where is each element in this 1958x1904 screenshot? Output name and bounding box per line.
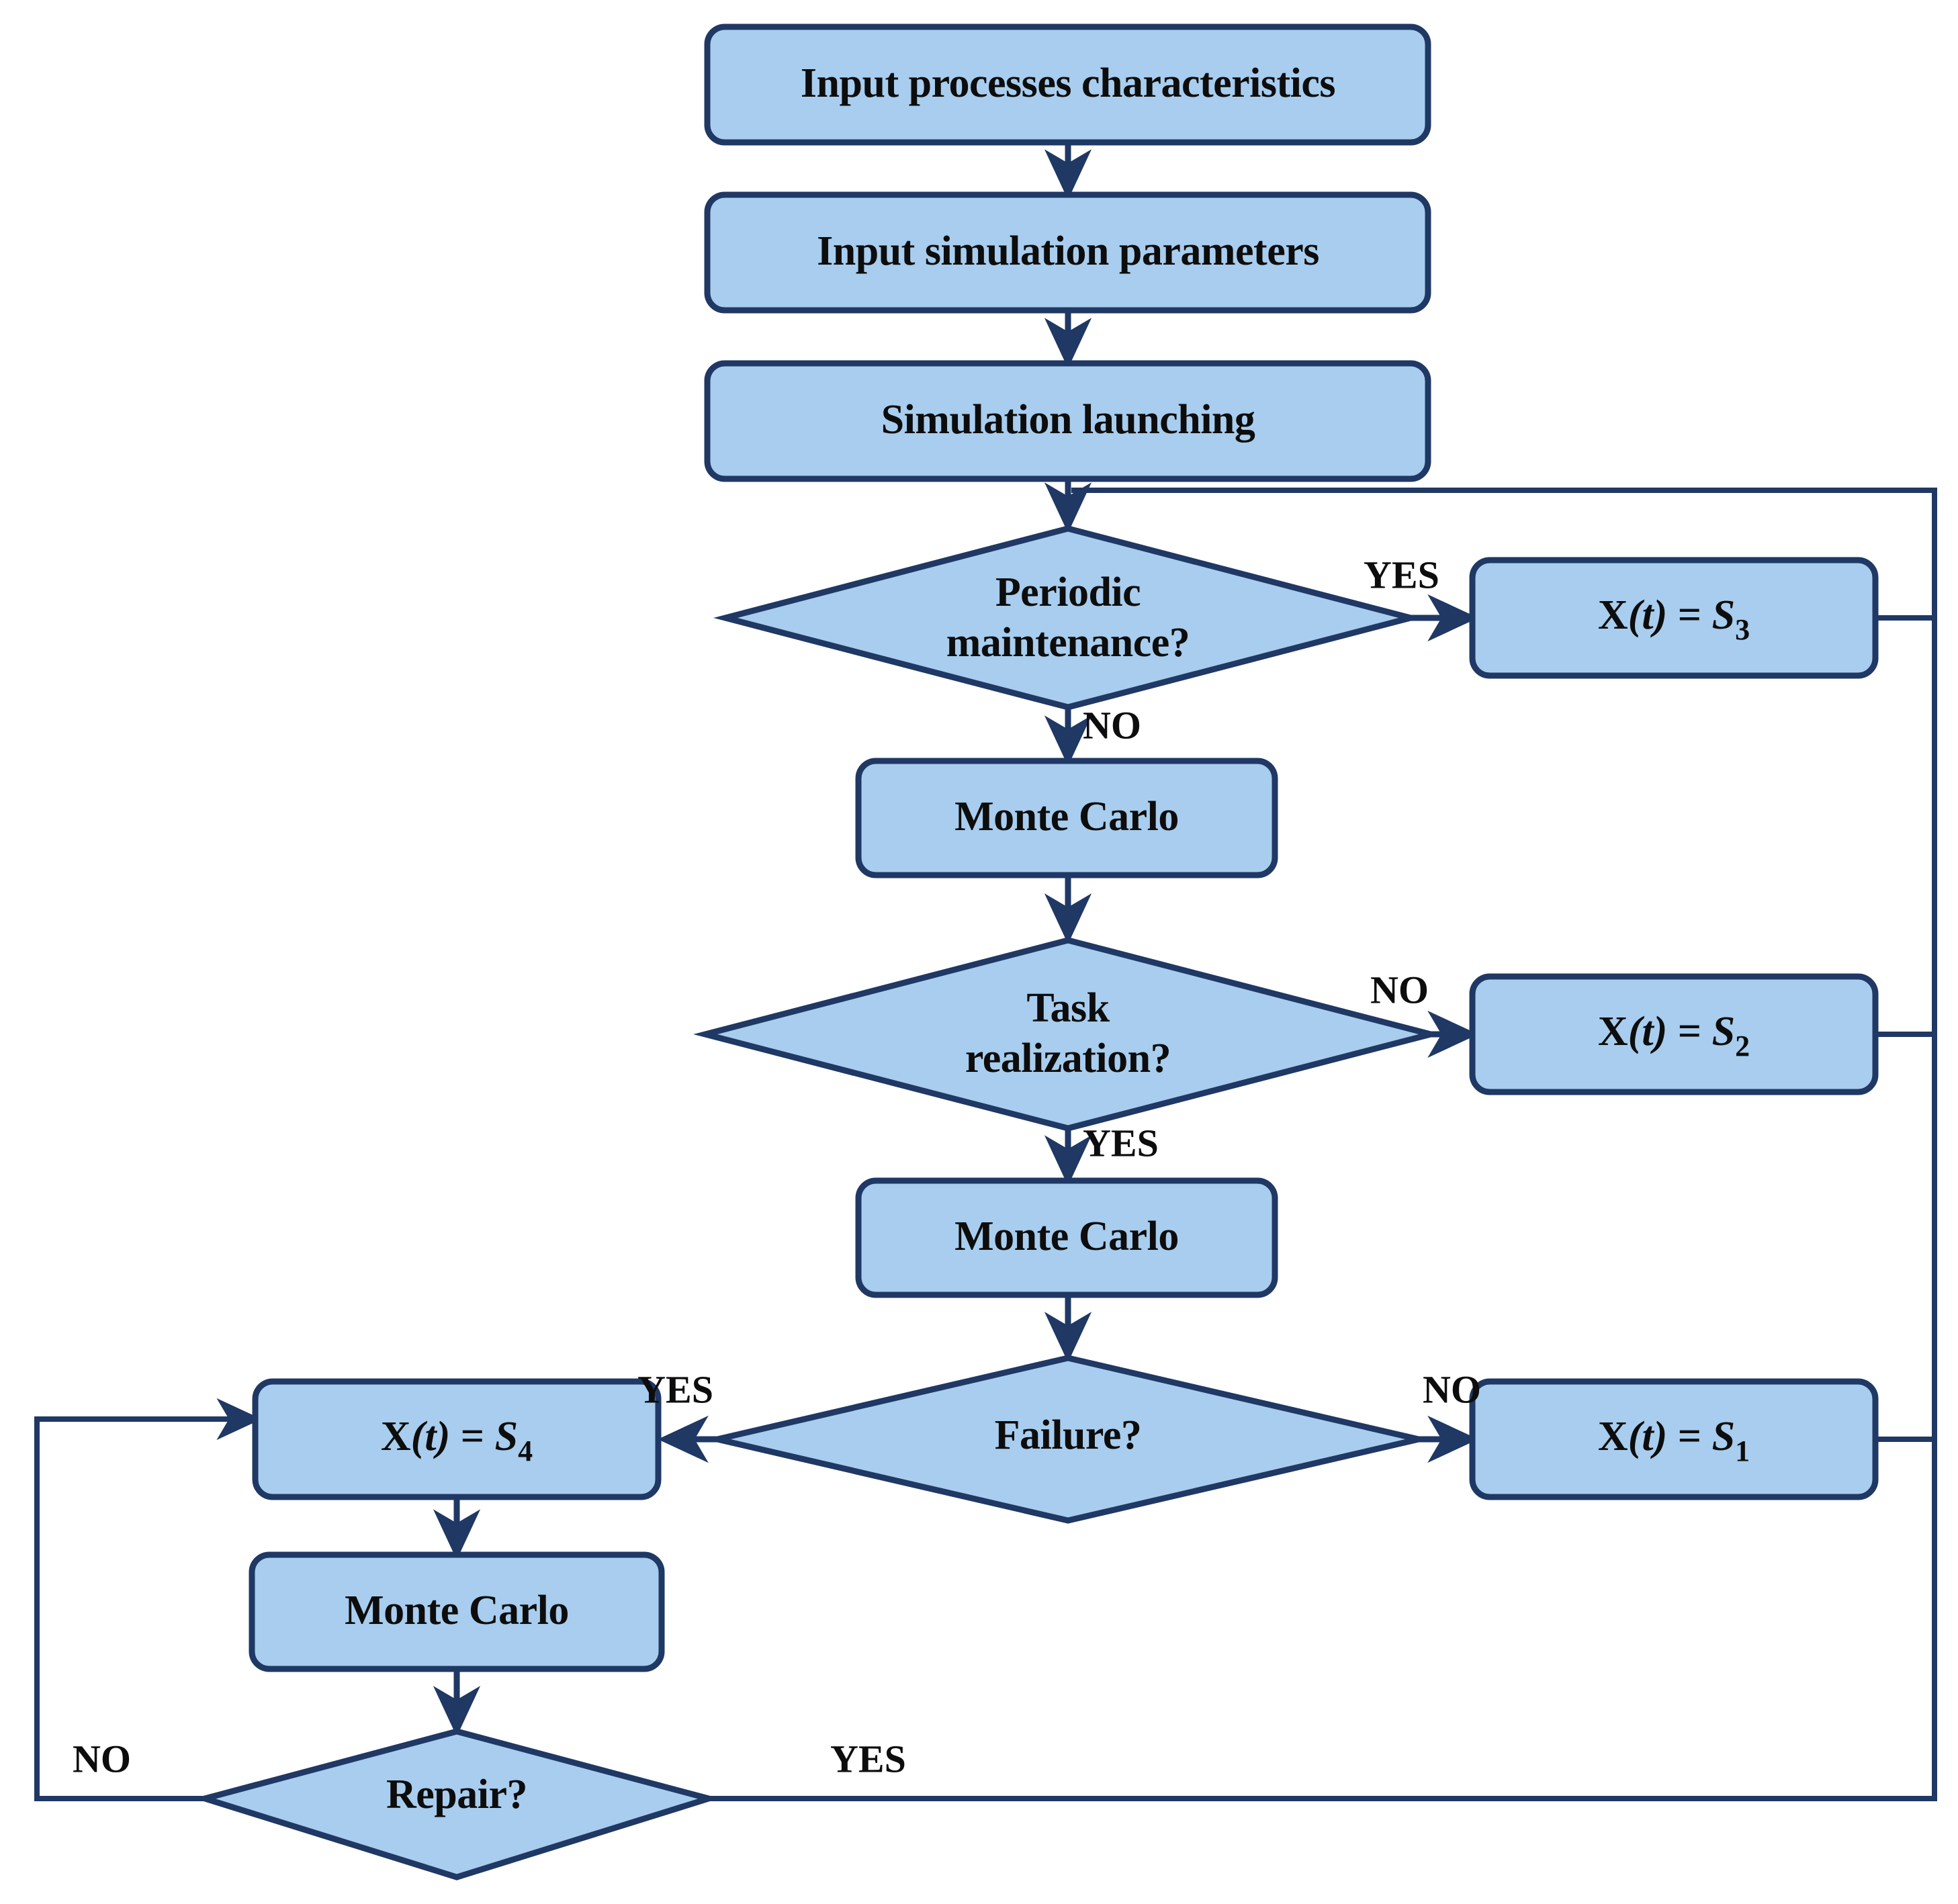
state-s1-x: X: [1598, 1414, 1628, 1459]
state-s4-x: X: [381, 1414, 411, 1459]
node-state-s2-shape: [1469, 973, 1879, 1095]
state-s1-eq: =: [1667, 1414, 1711, 1459]
node-monte-carlo-3[interactable]: Monte Carlo: [249, 1551, 665, 1672]
node-simulation-launching[interactable]: Simulation launching: [704, 360, 1431, 482]
state-s2-x: X: [1598, 1009, 1628, 1054]
node-task-realization-shape: [693, 937, 1443, 1132]
node-state-s4-shape: [252, 1378, 662, 1500]
node-periodic-maintenance-label-line2: maintenance?: [946, 620, 1190, 666]
state-s1-subscript: 1: [1735, 1435, 1750, 1467]
node-monte-carlo-2[interactable]: Monte Carlo: [855, 1177, 1278, 1298]
node-task-realization[interactable]: Task realization?: [693, 937, 1443, 1132]
node-simulation-launching-shape: [704, 360, 1431, 482]
node-input-parameters-shape: [704, 191, 1431, 314]
node-state-s3-shape: [1469, 557, 1879, 679]
state-s4-t: (t): [411, 1414, 451, 1459]
state-s3-x: X: [1598, 592, 1628, 638]
node-input-processes-shape: [704, 24, 1431, 146]
node-failure[interactable]: Failure?: [716, 1355, 1420, 1524]
state-s2-t: (t): [1628, 1009, 1668, 1054]
node-repair-shape: [193, 1728, 720, 1880]
node-state-s4-label: X(t) = S4: [381, 1414, 533, 1467]
node-state-s1[interactable]: X(t) = S1: [1469, 1378, 1879, 1500]
edge-label-maintenance-no: NO: [1083, 703, 1141, 747]
edge-label-repair-no: NO: [73, 1737, 131, 1780]
node-periodic-maintenance-label-line1: Periodic: [995, 570, 1141, 615]
node-task-realization-label-line1: Task: [1026, 985, 1110, 1031]
state-s1-s: S: [1712, 1414, 1735, 1459]
edge-label-maintenance-yes: YES: [1364, 553, 1439, 596]
edge-label-task-no: NO: [1370, 968, 1429, 1011]
node-simulation-launching-label: Simulation launching: [881, 397, 1255, 443]
state-s3-subscript: 3: [1735, 613, 1750, 646]
edge-repair-yes-feedback-rail: [709, 488, 1937, 1801]
node-state-s4[interactable]: X(t) = S4: [252, 1378, 662, 1500]
node-monte-carlo-3-label: Monte Carlo: [345, 1588, 569, 1633]
node-state-s1-shape: [1469, 1378, 1879, 1500]
node-monte-carlo-3-shape: [249, 1551, 665, 1672]
state-s4-s: S: [495, 1414, 518, 1459]
state-s4-eq: =: [450, 1414, 494, 1459]
node-state-s2-label: X(t) = S2: [1598, 1009, 1750, 1062]
edge-label-failure-yes: YES: [637, 1367, 713, 1411]
node-input-parameters[interactable]: Input simulation parameters: [704, 191, 1431, 314]
state-s3-eq: =: [1667, 592, 1711, 638]
node-monte-carlo-2-shape: [855, 1177, 1278, 1298]
node-failure-shape: [716, 1355, 1420, 1524]
node-periodic-maintenance[interactable]: Periodic maintenance?: [713, 525, 1423, 711]
node-monte-carlo-1[interactable]: Monte Carlo: [855, 758, 1278, 878]
state-s4-subscript: 4: [518, 1435, 533, 1467]
state-s2-subscript: 2: [1735, 1030, 1750, 1062]
node-input-processes-label: Input processes characteristics: [801, 60, 1335, 106]
edge-repair-no-feedback-to-s4: [34, 1398, 262, 1801]
node-task-realization-label-line2: realization?: [965, 1036, 1171, 1081]
state-s2-s: S: [1712, 1009, 1735, 1054]
node-failure-label: Failure?: [995, 1412, 1142, 1458]
node-monte-carlo-1-label: Monte Carlo: [954, 794, 1179, 840]
node-input-parameters-label: Input simulation parameters: [817, 228, 1319, 274]
edge-label-task-yes: YES: [1083, 1121, 1159, 1165]
node-repair-label: Repair?: [386, 1772, 527, 1817]
node-state-s1-label: X(t) = S1: [1598, 1414, 1750, 1467]
node-periodic-maintenance-shape: [713, 525, 1423, 711]
node-monte-carlo-2-label: Monte Carlo: [954, 1214, 1179, 1259]
node-state-s2[interactable]: X(t) = S2: [1469, 973, 1879, 1095]
node-monte-carlo-1-shape: [855, 758, 1278, 878]
state-s2-eq: =: [1667, 1009, 1711, 1054]
node-state-s3-label: X(t) = S3: [1598, 592, 1750, 646]
node-state-s3[interactable]: X(t) = S3: [1469, 557, 1879, 679]
edge-label-failure-no: NO: [1423, 1367, 1481, 1411]
node-repair[interactable]: Repair?: [193, 1728, 720, 1880]
state-s3-t: (t): [1628, 592, 1668, 638]
state-s1-t: (t): [1628, 1414, 1668, 1459]
edge-label-repair-yes: YES: [830, 1737, 906, 1780]
state-s3-s: S: [1712, 592, 1735, 638]
node-input-processes[interactable]: Input processes characteristics: [704, 24, 1431, 146]
